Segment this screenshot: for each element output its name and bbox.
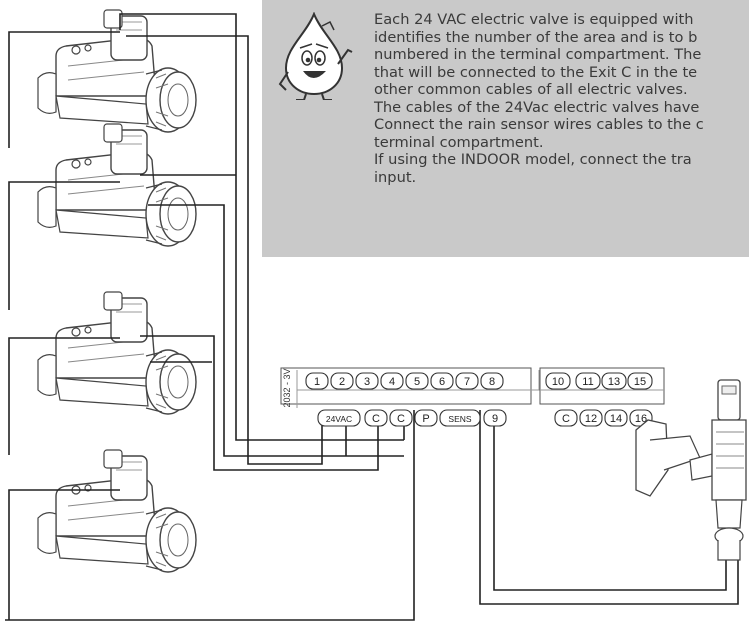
wire <box>8 337 120 455</box>
terminal-label-frame <box>389 409 413 427</box>
terminal-label: 1 <box>314 376 320 388</box>
info-line: input. <box>374 168 417 186</box>
terminal-label-frame <box>545 372 571 390</box>
terminal-label: 12 <box>585 413 597 425</box>
terminal-label: 24VAC <box>326 414 352 424</box>
terminal-label: 13 <box>608 376 620 388</box>
wire <box>126 35 323 465</box>
info-line: other common cables of all electric valv… <box>374 81 688 98</box>
solenoid-valve-icon <box>37 9 197 133</box>
wire <box>8 489 120 620</box>
terminal-label: 9 <box>492 413 498 425</box>
info-line: If using the INDOOR model, connect the t… <box>374 151 692 168</box>
solenoid-valve-icon <box>37 449 197 573</box>
wire <box>493 410 727 591</box>
model-label: 2032 - 3V <box>282 368 292 407</box>
terminal-label: C <box>562 413 570 425</box>
terminal-label-frame <box>439 409 481 427</box>
terminal-label-frame <box>380 372 404 390</box>
terminal-label-frame <box>480 372 504 390</box>
terminal-label: 5 <box>414 376 420 388</box>
terminal-label-frame <box>364 409 388 427</box>
terminal-label-frame <box>330 372 354 390</box>
terminal-label-frame <box>405 372 429 390</box>
wire <box>5 410 415 621</box>
solenoid-valve-icon <box>37 123 197 247</box>
terminal-label-frame <box>455 372 479 390</box>
info-text: Each 24 VAC electric valve is equipped w… <box>374 11 749 186</box>
terminal-label: C <box>397 413 405 425</box>
terminal-label-frame <box>430 372 454 390</box>
wire <box>119 13 404 441</box>
terminal-label: 6 <box>439 376 445 388</box>
wire <box>479 410 739 605</box>
terminal-label-frame <box>604 409 628 427</box>
terminal-label: C <box>372 413 380 425</box>
terminal-label-frame <box>355 372 379 390</box>
wires <box>5 13 739 621</box>
terminal-label: 8 <box>489 376 495 388</box>
info-line: Each 24 VAC electric valve is equipped w… <box>374 11 694 28</box>
terminal-label: SENS <box>448 414 471 424</box>
terminal-label-frame <box>601 372 627 390</box>
terminal-label: 11 <box>582 376 593 388</box>
terminal-label: 7 <box>464 376 470 388</box>
terminal-top-row: 1 2 3 4 5 6 7 8 10 11 13 15 <box>305 372 653 390</box>
terminal-label-frame <box>317 409 361 427</box>
terminal-label: 4 <box>389 376 395 388</box>
terminal-label-frame <box>414 409 438 427</box>
terminal-label-frame <box>483 409 507 427</box>
terminal-label-frame <box>575 372 601 390</box>
wire <box>148 204 404 457</box>
terminal-label: 16 <box>635 413 647 425</box>
wire <box>8 31 120 148</box>
rain-sensor-icon <box>635 379 747 561</box>
terminal-label-frame <box>579 409 603 427</box>
terminal-label: 3 <box>364 376 370 388</box>
info-line: terminal compartment. <box>374 133 544 151</box>
terminal-label: 2 <box>339 376 345 388</box>
info-line: identifies the number of the area and is… <box>374 28 698 46</box>
terminal-label: 10 <box>552 376 564 388</box>
terminal-label: 15 <box>634 376 646 388</box>
solenoid-valve-icon <box>37 291 197 415</box>
terminal-label-frame <box>554 409 578 427</box>
info-line: The cables of the 24Vac electric valves … <box>374 98 700 116</box>
info-box: Each 24 VAC electric valve is equipped w… <box>262 0 749 257</box>
terminal-label-frame <box>627 372 653 390</box>
info-line: numbered in the terminal compartment. Th… <box>374 46 702 63</box>
water-drop-mascot-icon <box>278 12 353 100</box>
terminal-label: P <box>422 413 429 425</box>
terminal-label-frame <box>305 372 329 390</box>
info-line: Connect the rain sensor wires cables to … <box>374 116 704 133</box>
info-line: that will be connected to the Exit C in … <box>374 63 698 81</box>
terminal-bottom-row: 24VAC C C P SENS 9 C 12 14 16 <box>317 409 653 427</box>
wire <box>8 181 120 310</box>
terminal-label: 14 <box>610 413 622 425</box>
wire <box>140 335 379 471</box>
